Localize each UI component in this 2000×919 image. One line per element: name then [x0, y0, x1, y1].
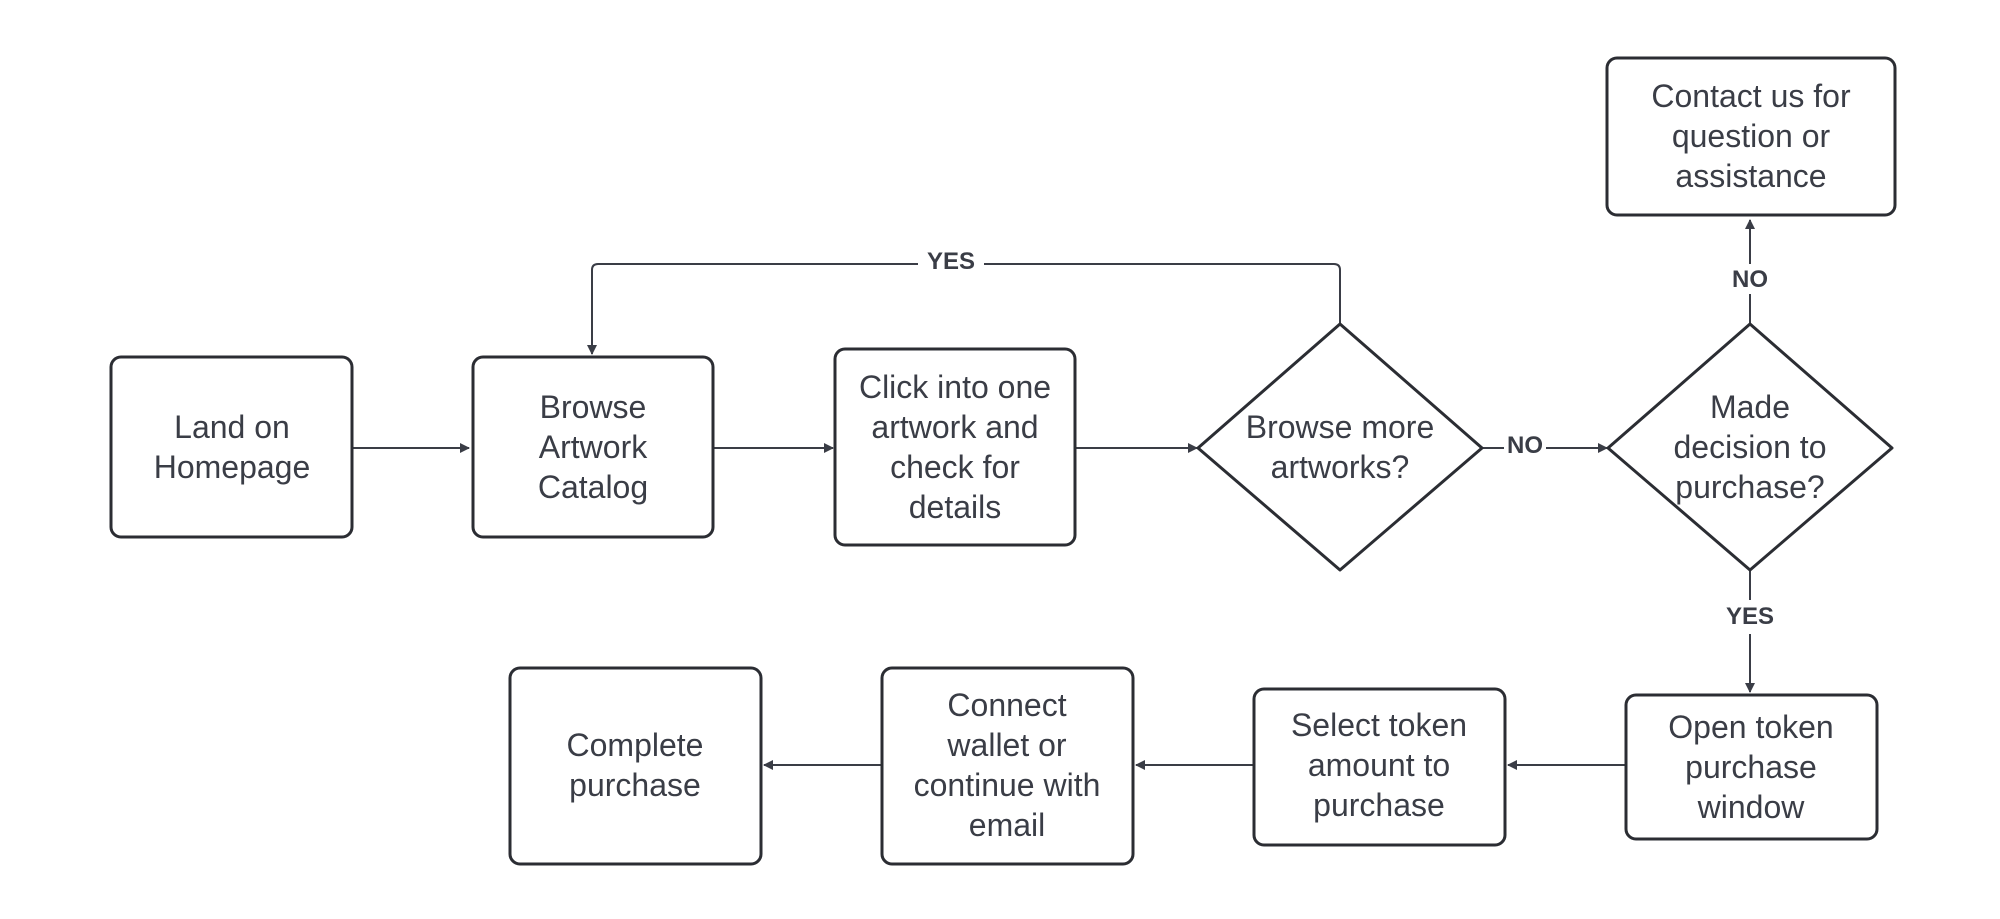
node-connect-wallet-label: Connect wallet or continue with email: [914, 687, 1101, 843]
node-label-line: purchase: [1685, 749, 1817, 785]
node-connect-wallet: Connect wallet or continue with email: [880, 666, 1135, 866]
node-open-token-window: Open token purchase window: [1624, 693, 1879, 841]
node-select-token-amount: Select token amount to purchase: [1252, 687, 1507, 847]
edge-browse-more-yes: [587, 263, 1341, 355]
node-click-artwork: Click into one artwork and check for detail…: [833, 347, 1077, 547]
node-label-line: artwork and: [871, 409, 1038, 445]
node-contact-us-label: Contact us for question or assistance: [1651, 78, 1851, 194]
node-made-decision: Made decision to purchase?: [1606, 322, 1894, 572]
node-complete-purchase-label: Complete purchase: [567, 727, 704, 803]
node-label-line: Open token: [1668, 709, 1833, 745]
node-land-homepage: Land on Homepage: [109, 355, 354, 539]
node-open-token-window-label: Open token purchase window: [1668, 709, 1833, 825]
node-label-line: Made: [1710, 389, 1790, 425]
node-click-artwork-label: Click into one artwork and check for detail…: [859, 369, 1051, 525]
node-label-line: assistance: [1675, 158, 1826, 194]
node-label-line: details: [909, 489, 1002, 525]
node-label-line: window: [1697, 789, 1806, 825]
node-label-line: artworks?: [1271, 449, 1410, 485]
node-land-homepage-label: Land on Homepage: [154, 409, 311, 485]
node-label-line: decision to: [1674, 429, 1827, 465]
node-complete-purchase: Complete purchase: [508, 666, 763, 866]
node-label-line: continue with: [914, 767, 1101, 803]
edge-labels: YES NO NO YES: [918, 246, 1782, 634]
node-label-line: Land on: [174, 409, 290, 445]
node-label-line: Select token: [1291, 707, 1467, 743]
edge-label-browse-more-no: NO: [1507, 432, 1543, 459]
node-label-line: Complete: [567, 727, 704, 763]
node-label-line: Click into one: [859, 369, 1051, 405]
node-select-token-amount-label: Select token amount to purchase: [1291, 707, 1467, 823]
node-made-decision-label: Made decision to purchase?: [1674, 389, 1827, 505]
node-label-line: Browse more: [1246, 409, 1435, 445]
edge-label-decision-no: NO: [1732, 266, 1768, 293]
node-label-line: Browse: [540, 389, 647, 425]
node-label-line: Catalog: [538, 469, 648, 505]
node-label-line: question or: [1672, 118, 1831, 154]
edge-label-decision-yes: YES: [1726, 603, 1774, 630]
node-label-line: Homepage: [154, 449, 311, 485]
edge-label-browse-more-yes: YES: [927, 248, 975, 275]
node-label-line: amount to: [1308, 747, 1450, 783]
node-label-line: Connect: [947, 687, 1066, 723]
node-contact-us: Contact us for question or assistance: [1605, 56, 1897, 217]
node-browse-more-decision: Browse more artworks?: [1196, 322, 1484, 572]
node-label-line: purchase: [569, 767, 701, 803]
node-label-line: wallet or: [946, 727, 1067, 763]
node-label-line: check for: [890, 449, 1020, 485]
node-browse-more-label: Browse more artworks?: [1246, 409, 1435, 485]
node-label-line: purchase: [1313, 787, 1445, 823]
node-label-line: Artwork: [539, 429, 648, 465]
node-label-line: email: [969, 807, 1045, 843]
node-label-line: purchase?: [1675, 469, 1824, 505]
node-label-line: Contact us for: [1651, 78, 1851, 114]
